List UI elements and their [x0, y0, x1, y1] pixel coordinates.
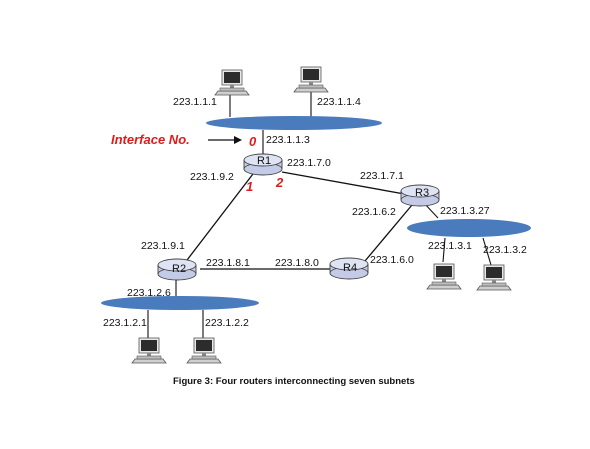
host-computer-icon: [186, 337, 222, 364]
link-host3-subnet-right: [442, 237, 446, 263]
router-r1: R1: [243, 153, 283, 176]
address-label: 223.1.6.2: [352, 206, 396, 218]
host-computer-icon: [293, 66, 329, 93]
interface-annotation-label: Interface No.: [111, 132, 190, 147]
address-label: 223.1.2.2: [205, 317, 249, 329]
arrow-right-icon: [208, 136, 242, 144]
router-r3-label: R3: [415, 187, 429, 199]
address-label: 223.1.9.1: [141, 240, 185, 252]
link-r1-r3: [281, 171, 411, 196]
host-computer-icon: [476, 264, 512, 291]
address-label: 223.1.8.0: [275, 257, 319, 269]
address-label: 223.1.1.4: [317, 96, 361, 108]
address-label: 223.1.3.27: [440, 205, 490, 217]
address-label: 223.1.3.2: [483, 244, 527, 256]
router-r1-label: R1: [257, 155, 271, 167]
address-label: 223.1.7.1: [360, 170, 404, 182]
interface-number-1: 1: [246, 179, 253, 194]
address-label: 223.1.1.1: [173, 96, 217, 108]
figure-caption: Figure 3: Four routers interconnecting s…: [173, 376, 415, 387]
router-r2-label: R2: [172, 263, 186, 275]
link-r1-r2: [183, 169, 257, 265]
interface-number-0: 0: [249, 134, 257, 149]
address-label: 223.1.3.1: [428, 240, 472, 252]
address-label: 223.1.8.1: [206, 257, 250, 269]
router-r4: R4: [329, 257, 369, 280]
interface-number-2: 2: [275, 175, 284, 190]
address-label: 223.1.2.1: [103, 317, 147, 329]
router-r4-label: R4: [343, 262, 357, 274]
address-label: 223.1.6.0: [370, 254, 414, 266]
address-label: 223.1.1.3: [266, 134, 310, 146]
address-label: 223.1.7.0: [287, 157, 331, 169]
address-label: 223.1.9.2: [190, 171, 234, 183]
host-computer-icon: [214, 69, 250, 96]
address-label: 223.1.2.6: [127, 287, 171, 299]
subnet-right: [407, 219, 531, 237]
host-computer-icon: [131, 337, 167, 364]
link-host4-subnet-right: [482, 237, 492, 266]
router-r3: R3: [400, 184, 440, 207]
link-r4-r3: [364, 204, 413, 262]
router-r2: R2: [157, 258, 197, 281]
subnet-top: [206, 116, 382, 130]
host-computer-icon: [426, 263, 462, 290]
subnet-bottom: [101, 296, 259, 310]
